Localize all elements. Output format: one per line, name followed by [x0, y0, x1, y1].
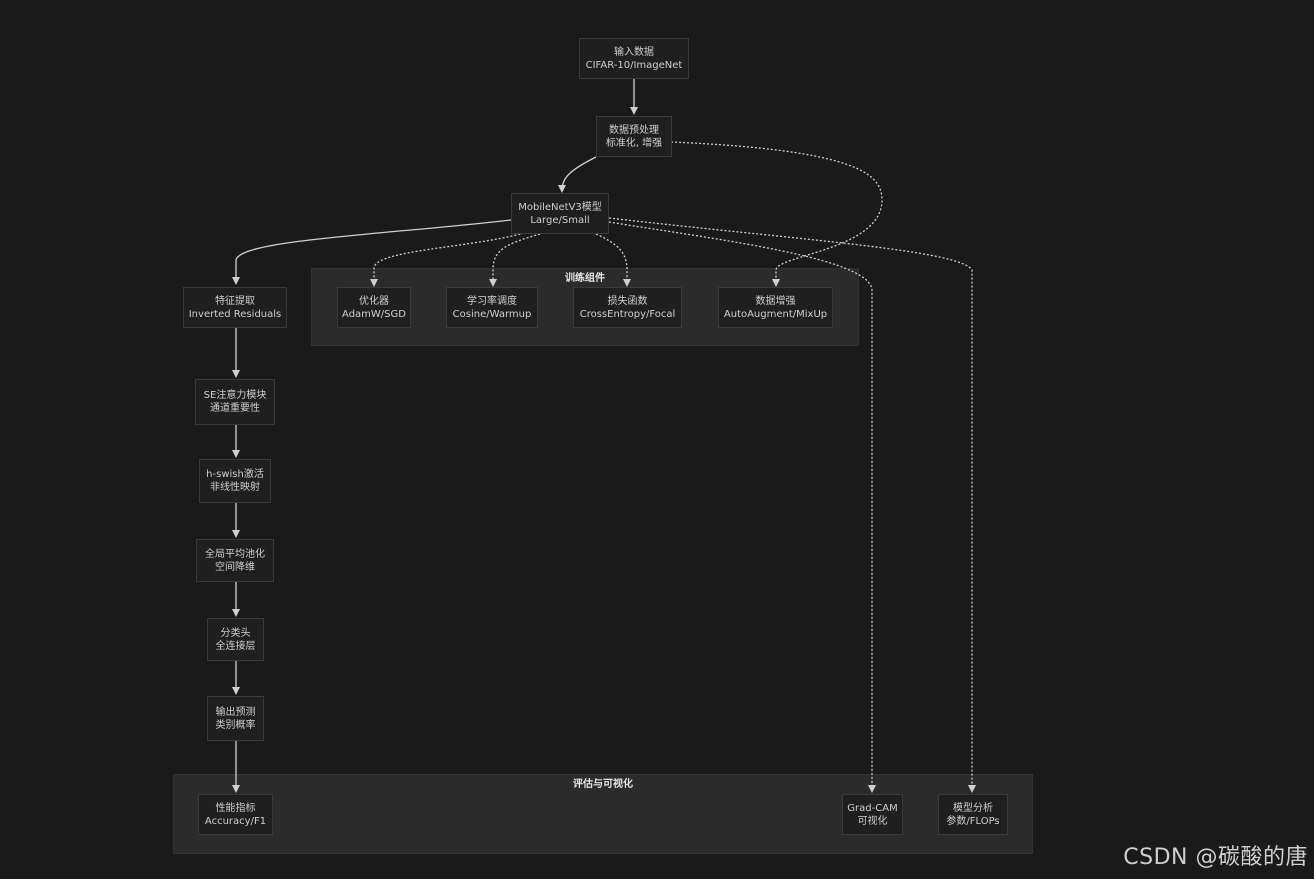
node-feature-extraction-subtitle: Inverted Residuals: [188, 308, 282, 320]
node-hswish-subtitle: 非线性映射: [210, 482, 260, 493]
node-output-prediction-subtitle: 类别概率: [215, 719, 256, 731]
node-global-pooling-subtitle: 空间降维: [215, 561, 255, 573]
node-preprocess-subtitle: 标准化, 增强: [605, 137, 663, 149]
node-optimizer: 优化器 AdamW/SGD: [337, 287, 411, 328]
node-optimizer-title: 优化器: [359, 295, 389, 307]
node-output-prediction: 输出预测 类别概率: [207, 696, 264, 741]
node-gradcam-title: Grad-CAM: [847, 802, 898, 814]
node-lr-schedule-subtitle: Cosine/Warmup: [452, 308, 532, 320]
node-model-title: MobileNetV3模型: [518, 201, 602, 213]
node-global-pooling: 全局平均池化 空间降维: [196, 539, 274, 582]
node-loss-function: 损失函数 CrossEntropy/Focal: [573, 287, 682, 328]
node-se-attention: SE注意力模块 通道重要性: [195, 379, 275, 425]
node-lr-schedule-title: 学习率调度: [467, 295, 517, 307]
node-data-augmentation: 数据增强 AutoAugment/MixUp: [718, 287, 833, 328]
node-preprocess-title: 数据预处理: [609, 124, 659, 136]
watermark: CSDN @碳酸的唐: [1123, 845, 1308, 870]
node-output-prediction-title: 输出预测: [215, 706, 256, 718]
node-input-data: 输入数据 CIFAR-10/ImageNet: [579, 38, 689, 79]
node-data-augmentation-title: 数据增强: [755, 295, 796, 307]
cluster-training-title: 训练组件: [565, 273, 605, 284]
node-model-subtitle: Large/Small: [530, 214, 590, 226]
node-input-data-subtitle: CIFAR-10/ImageNet: [585, 59, 683, 71]
node-model-analysis-title: 模型分析: [953, 802, 993, 814]
node-lr-schedule: 学习率调度 Cosine/Warmup: [446, 287, 538, 328]
cluster-evaluation-title: 评估与可视化: [573, 779, 633, 790]
edge-model-lr: [489, 233, 541, 287]
node-optimizer-subtitle: AdamW/SGD: [342, 308, 406, 320]
node-model-analysis: 模型分析 参数/FLOPs: [938, 794, 1008, 835]
node-loss-function-title: 损失函数: [607, 295, 648, 307]
edge-model-feature: [232, 219, 512, 285]
node-classifier-head: 分类头 全连接层: [207, 618, 264, 661]
edge-model-optimizer: [370, 232, 525, 287]
node-feature-extraction: 特征提取 Inverted Residuals: [183, 287, 287, 328]
node-model-analysis-subtitle: 参数/FLOPs: [946, 815, 1000, 827]
node-hswish-title: h-swish激活: [206, 469, 264, 480]
node-se-attention-title: SE注意力模块: [203, 390, 267, 401]
edge-model-gradcam: [608, 221, 876, 793]
node-hswish: h-swish激活 非线性映射: [199, 459, 271, 503]
node-metrics-subtitle: Accuracy/F1: [204, 815, 267, 827]
node-gradcam: Grad-CAM 可视化: [842, 794, 903, 835]
node-feature-extraction-title: 特征提取: [215, 295, 255, 307]
node-classifier-head-subtitle: 全连接层: [215, 640, 256, 652]
node-data-augmentation-subtitle: AutoAugment/MixUp: [723, 308, 828, 320]
node-metrics: 性能指标 Accuracy/F1: [198, 794, 273, 835]
node-global-pooling-title: 全局平均池化: [205, 548, 265, 560]
edge-model-loss: [595, 233, 631, 287]
node-preprocess: 数据预处理 标准化, 增强: [596, 116, 672, 157]
node-classifier-head-title: 分类头: [220, 627, 251, 639]
node-se-attention-subtitle: 通道重要性: [210, 403, 260, 414]
node-metrics-title: 性能指标: [215, 802, 256, 814]
edge-preprocess-model: [558, 156, 597, 193]
node-model: MobileNetV3模型 Large/Small: [511, 193, 609, 234]
node-loss-function-subtitle: CrossEntropy/Focal: [579, 308, 676, 320]
node-gradcam-subtitle: 可视化: [857, 815, 888, 827]
node-input-data-title: 输入数据: [614, 46, 654, 58]
edge-preprocess-augment: [670, 141, 883, 287]
